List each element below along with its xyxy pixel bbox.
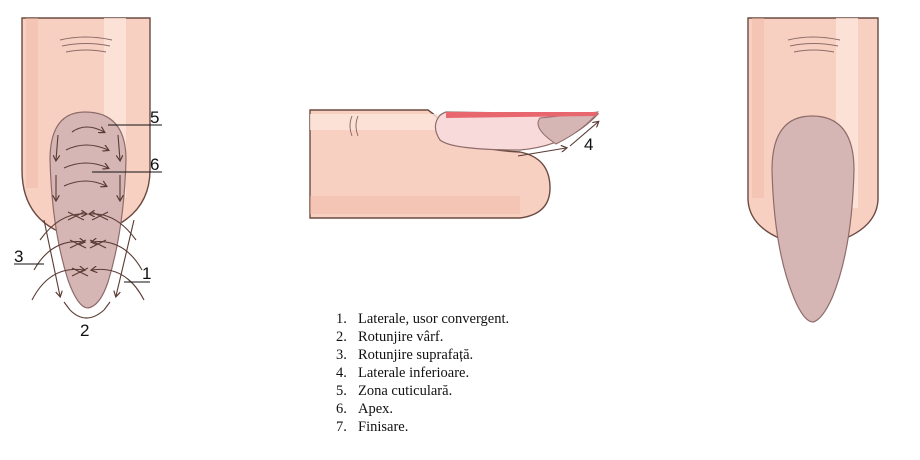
callout-3: 3 — [14, 247, 23, 266]
side-filing-arrows — [517, 122, 598, 157]
callout-1: 1 — [142, 264, 151, 283]
legend-item-6: 6. Apex. — [336, 400, 509, 418]
finger-side-highlight — [310, 114, 460, 130]
legend-number: 3. — [336, 347, 347, 363]
legend-text: Zona cuticulară. — [358, 383, 453, 399]
side-wrinkles — [349, 115, 359, 137]
legend-number: 2. — [336, 329, 347, 345]
finger-side-shade — [310, 196, 520, 214]
legend-item-2: 2. Rotunjire vârf. — [336, 328, 509, 346]
nail-finished-shape — [771, 115, 855, 323]
legend-text: Apex. — [358, 401, 394, 417]
right-knuckle-wrinkles — [787, 36, 841, 53]
finger-side-view: 4 — [309, 109, 600, 219]
legend-text: Laterale inferioare. — [358, 365, 470, 381]
callout-6: 6 — [150, 155, 159, 174]
knuckle-wrinkles — [59, 36, 113, 53]
legend-text: Rotunjire suprafață. — [358, 347, 474, 363]
legend-number: 4. — [336, 365, 347, 381]
legend-text: Laterale, usor convergent. — [358, 311, 510, 327]
steps-legend: 1. Laterale, usor convergent. 2. Rotunjire… — [336, 310, 509, 436]
legend-number: 7. — [336, 419, 347, 435]
finger-shade — [26, 18, 38, 188]
legend-item-7: 7. Finisare. — [336, 418, 509, 436]
callout-2: 2 — [80, 321, 89, 340]
nail-side-top-edge — [446, 112, 598, 118]
legend-text: Finisare. — [358, 419, 409, 435]
legend-number: 5. — [336, 383, 347, 399]
callout-lines-left — [14, 124, 162, 283]
legend-number: 6. — [336, 401, 347, 417]
callout-5: 5 — [150, 108, 159, 127]
legend-item-5: 5. Zona cuticulară. — [336, 382, 509, 400]
legend-item-3: 3. Rotunjire suprafață. — [336, 346, 509, 364]
rounding-arcs — [31, 214, 145, 319]
callout-4: 4 — [584, 135, 593, 154]
finger-top-view-right — [747, 17, 879, 323]
legend-item-1: 1. Laterale, usor convergent. — [336, 310, 509, 328]
legend-number: 1. — [336, 311, 347, 327]
nail-shape — [49, 111, 127, 309]
finger-top-view-left: 5 6 3 1 2 — [14, 17, 162, 340]
nail-side-tip — [537, 111, 600, 145]
legend-item-4: 4. Laterale inferioare. — [336, 364, 509, 382]
finger-right-shade — [752, 18, 764, 198]
legend-text: Rotunjire vârf. — [358, 329, 444, 345]
